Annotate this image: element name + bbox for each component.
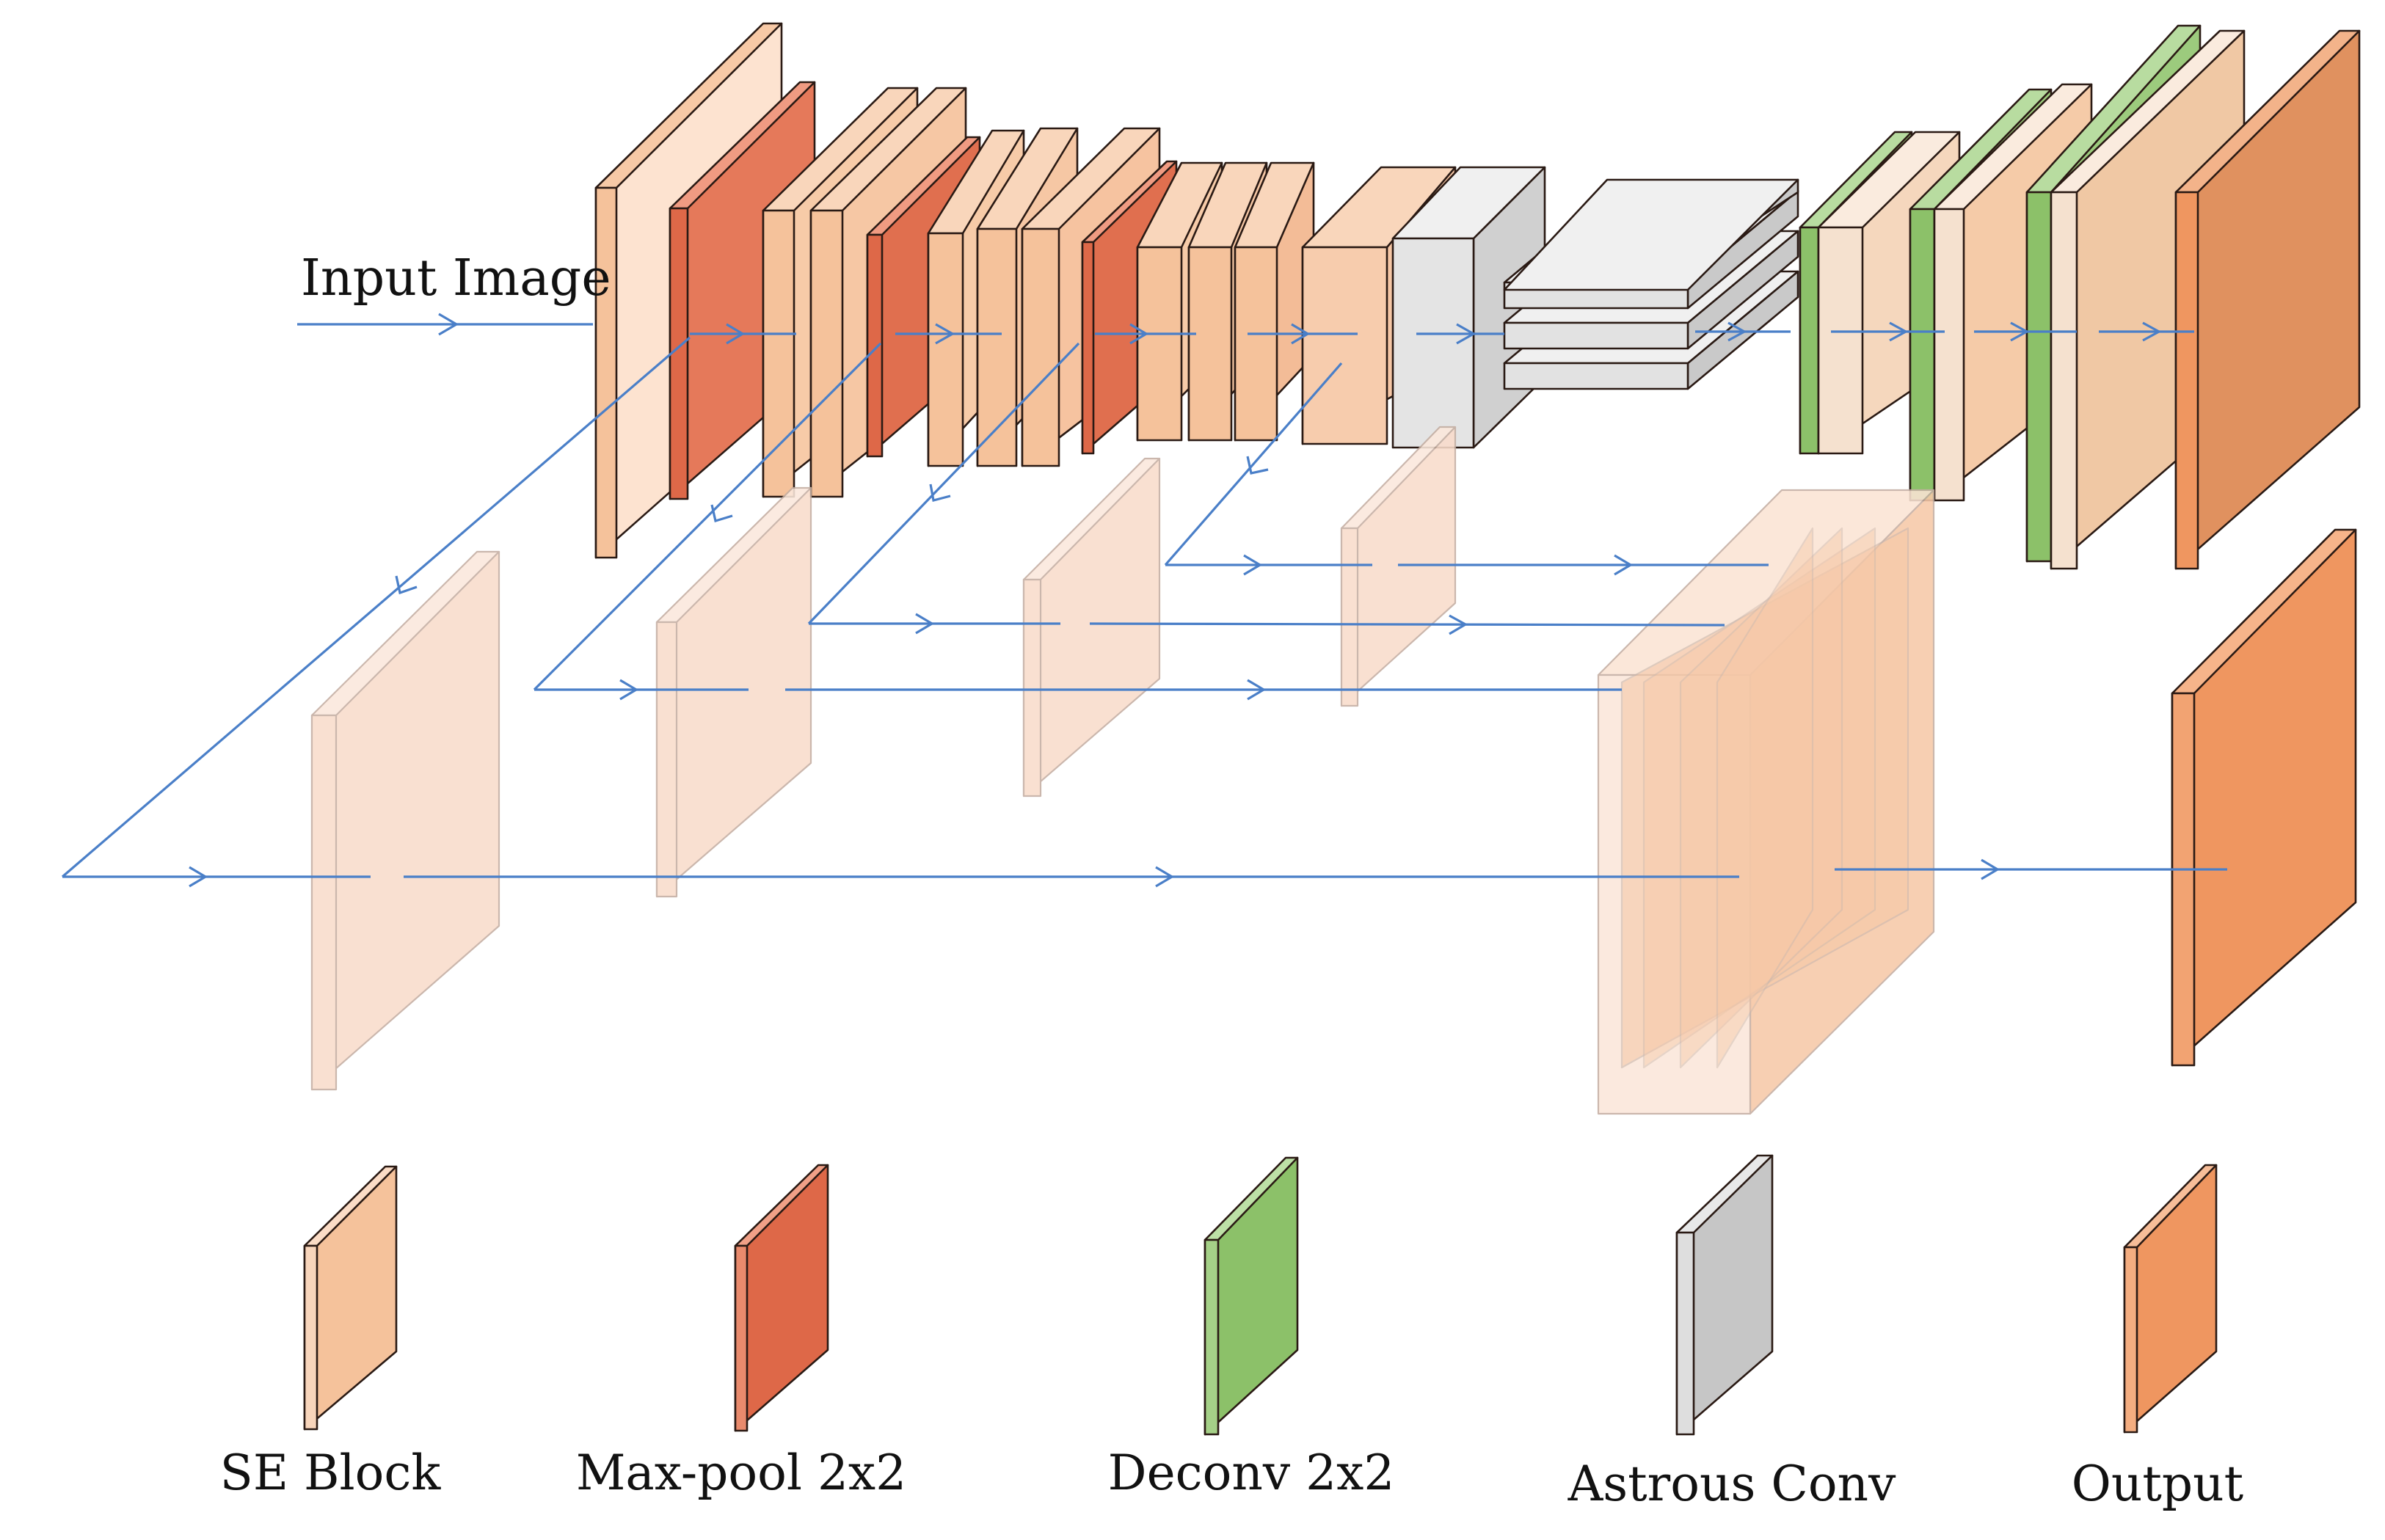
concatenation-block: [1597, 489, 1935, 1115]
flow-arrows: [61, 313, 2227, 888]
skip-plane-3: [1022, 457, 1161, 798]
legend-label-max-pool: Max-pool 2x2: [576, 1445, 906, 1501]
skip-plane-1: [310, 550, 500, 1091]
legend-label-atrous-conv: Astrous Conv: [1567, 1456, 1896, 1512]
legend-label-se-block: SE Block: [220, 1445, 442, 1501]
skip-plane-4: [1340, 426, 1457, 707]
legend-item-se-block: SE Block: [220, 1165, 442, 1501]
legend-item-deconv: Deconv 2x2: [1108, 1156, 1395, 1501]
legend-item-max-pool: Max-pool 2x2: [576, 1164, 906, 1501]
legend-item-atrous-conv: Astrous Conv: [1567, 1154, 1896, 1512]
output-block-top: [2174, 29, 2361, 570]
legend-label-output: Output: [2072, 1456, 2243, 1512]
se-block-4c: [1234, 161, 1315, 442]
skip-plane-2: [655, 486, 812, 898]
legend-item-output: Output: [2072, 1164, 2243, 1512]
output-block-bottom: [2171, 528, 2357, 1067]
input-image-label: Input Image: [301, 249, 611, 307]
atrous-conv-stack: [1503, 178, 1799, 390]
legend-label-deconv: Deconv 2x2: [1108, 1445, 1395, 1501]
main-pipeline: [594, 22, 2361, 570]
legend: SE Block Max-pool 2x2 Deconv 2x2 Astrous…: [220, 1154, 2243, 1512]
skip-connection-planes: [310, 426, 1935, 1115]
